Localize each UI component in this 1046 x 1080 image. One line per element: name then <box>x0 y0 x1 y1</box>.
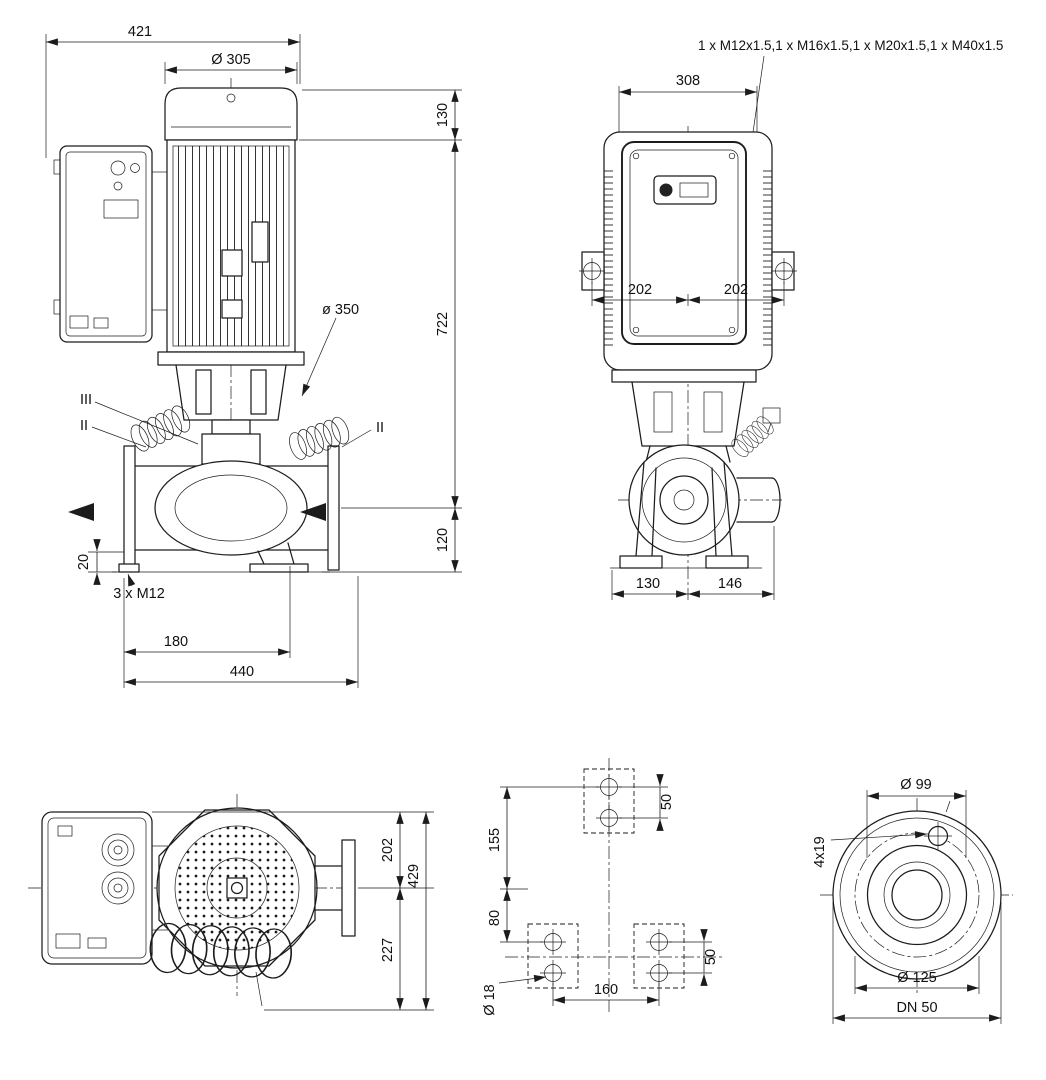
dim-308-label: 308 <box>676 73 700 89</box>
dim-4x19-label: 4x19 <box>812 836 828 867</box>
dim-155-label: 155 <box>487 828 503 852</box>
flow-arrow-left <box>68 503 94 521</box>
dim-305: Ø 305 <box>164 52 298 84</box>
flange-top <box>314 839 356 937</box>
gauge-coil-right <box>285 414 353 463</box>
dim-160-label: 160 <box>594 982 618 998</box>
port-label-iii: III <box>80 392 92 408</box>
pump-casing-front <box>112 445 340 573</box>
motor-body <box>157 139 305 366</box>
dim-202r-label: 202 <box>724 282 748 298</box>
dim-50b-label: 50 <box>703 949 719 965</box>
lantern-side <box>611 369 757 463</box>
dim-180: 180 <box>123 566 291 688</box>
dim-180-label: 180 <box>164 634 188 650</box>
flow-arrow-center <box>300 503 326 521</box>
dim-130-label: 130 <box>435 103 451 127</box>
callout-3xm12: 3 x M12 <box>113 573 165 602</box>
dim-202l-label: 202 <box>628 282 652 298</box>
dim-146-label: 146 <box>718 576 742 592</box>
dim-125-label: Ø 125 <box>897 970 937 986</box>
dim-chain-right: 130 722 120 <box>299 89 462 573</box>
callout-4x19: 4x19 <box>812 831 928 868</box>
dim-chain-top-view: 202 227 429 <box>152 811 434 1011</box>
dim-99: Ø 99 <box>866 777 967 858</box>
support-foot <box>249 563 309 573</box>
dim-202t-label: 202 <box>380 838 396 862</box>
dim-130-146: 130 146 <box>611 526 775 600</box>
dim-20: 20 <box>76 539 124 585</box>
lantern <box>175 364 287 465</box>
callout-hole-18: Ø 18 <box>482 974 547 1016</box>
flange-face <box>832 810 1002 980</box>
dim-20-label: 20 <box>76 554 92 570</box>
dim-308: 308 <box>618 73 758 132</box>
dim-305-label: Ø 305 <box>211 52 251 68</box>
drive-module-side <box>603 131 773 371</box>
foundation-plan-view: 50 50 155 80 Ø 18 <box>482 758 722 1016</box>
dim-dn50-label: DN 50 <box>896 1000 937 1016</box>
callout-3xm12-label: 3 x M12 <box>113 586 165 602</box>
port-label-ii-left: II <box>80 418 88 434</box>
cable-gland-label: 1 x M12x1.5,1 x M16x1.5,1 x M20x1.5,1 x … <box>698 38 1003 53</box>
dim-429-label: 429 <box>406 864 422 888</box>
valve-box <box>762 407 781 424</box>
dim-130s-label: 130 <box>636 576 660 592</box>
dim-50-top: 50 <box>619 774 675 831</box>
flange-foot-pad <box>118 563 140 573</box>
port-label-ii-right: II <box>376 420 384 436</box>
dim-50-bottom: 50 <box>669 929 719 986</box>
mounting-ears <box>578 251 798 291</box>
motor-fan-cover <box>164 87 298 141</box>
motor-top <box>156 807 318 969</box>
dim-421-label: 421 <box>128 24 152 40</box>
dim-18-label: Ø 18 <box>482 984 498 1015</box>
dim-160: 160 <box>552 982 660 1006</box>
side-view: 1 x M12x1.5,1 x M16x1.5,1 x M20x1.5,1 x … <box>578 38 1003 600</box>
top-view: 202 227 429 <box>28 794 434 1011</box>
dim-120-label: 120 <box>435 528 451 552</box>
drive-module-top <box>41 811 169 965</box>
dim-440-label: 440 <box>230 664 254 680</box>
port-labels: III II II <box>80 392 384 448</box>
dim-350-label: ø 350 <box>322 302 359 318</box>
dim-125: Ø 125 <box>854 956 980 994</box>
drive-module-front <box>53 145 167 343</box>
dim-421: 421 <box>45 24 301 158</box>
dim-99-label: Ø 99 <box>900 777 931 793</box>
dim-722-label: 722 <box>435 312 451 336</box>
front-view: III II II 421 Ø 305 <box>45 24 462 688</box>
dim-350: ø 350 <box>301 302 359 397</box>
suction-flange <box>123 445 136 571</box>
dim-202-202: 202 202 <box>591 282 785 306</box>
dim-dn50: DN 50 <box>832 902 1002 1024</box>
dim-155-80: 155 80 <box>487 786 599 943</box>
dim-50t-label: 50 <box>659 794 675 810</box>
discharge-flange <box>327 445 340 571</box>
flange-detail-view: Ø 99 4x19 Ø 125 DN 50 <box>812 777 1013 1024</box>
dim-440: 440 <box>124 576 359 688</box>
dim-80-label: 80 <box>487 910 503 926</box>
dim-227-label: 227 <box>380 938 396 962</box>
pump-casing-side <box>610 444 781 569</box>
control-button <box>659 183 673 197</box>
